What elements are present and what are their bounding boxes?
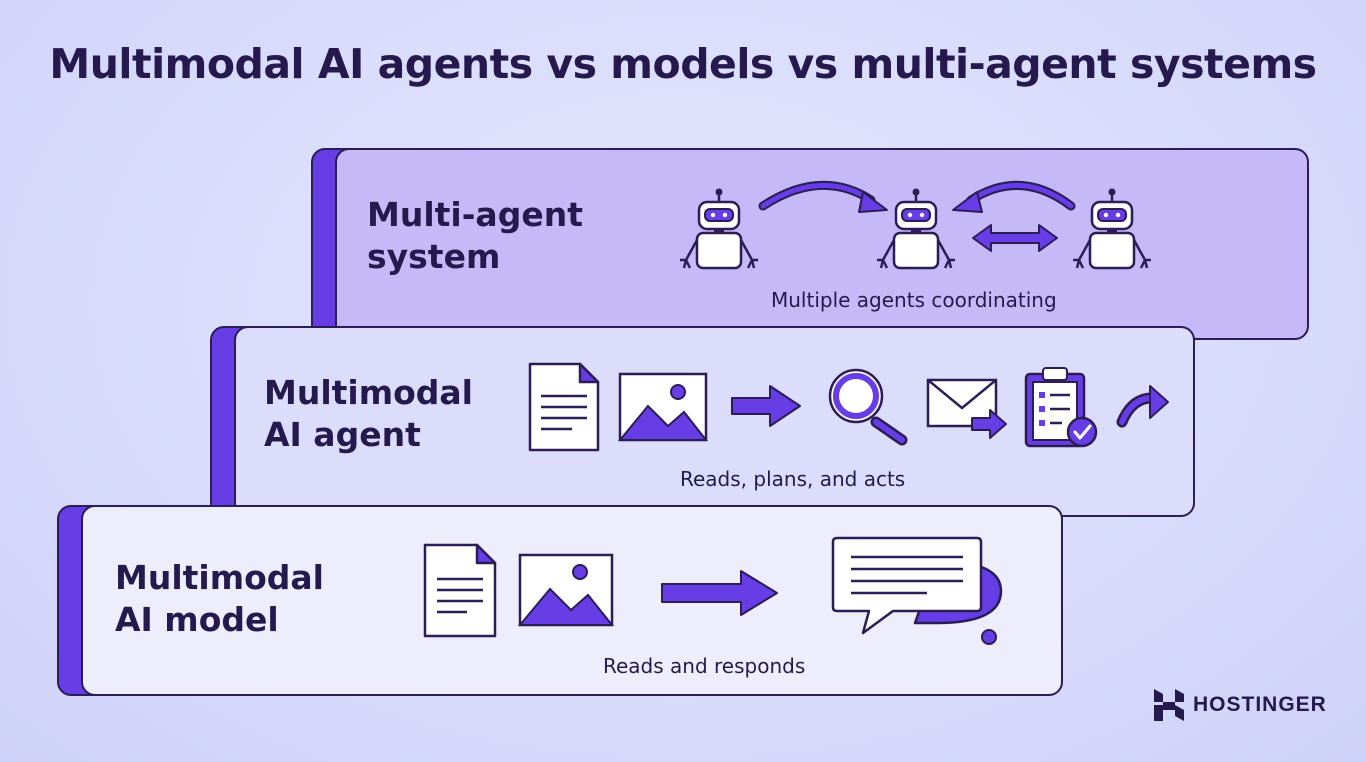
document-icon	[528, 362, 600, 452]
card-title-line-2: AI model	[115, 600, 279, 639]
multimodal-ai-agent-card: Multimodal AI agent	[210, 326, 1195, 517]
card-face	[335, 148, 1309, 340]
magnifier-icon	[828, 368, 908, 446]
arrow-right-icon	[661, 570, 778, 616]
image-icon	[617, 372, 709, 442]
double-arrow-icon	[972, 224, 1058, 252]
brand-logo: HOSTINGER	[1152, 687, 1332, 723]
card-title-line-1: Multimodal	[115, 558, 324, 597]
multimodal-model-icons	[423, 536, 1003, 645]
arrow-right-icon	[731, 385, 801, 427]
robot-icon	[1071, 187, 1153, 270]
document-icon	[423, 543, 497, 638]
curved-arrow-icon	[952, 180, 1076, 213]
card-title: Multimodal AI model	[115, 557, 324, 641]
multi-agent-system-card: Multi-agent system	[311, 148, 1309, 340]
card-caption: Multiple agents coordinating	[771, 288, 1057, 312]
curved-arrow-icon	[1116, 385, 1169, 428]
clipboard-check-icon	[1024, 367, 1098, 448]
card-title-line-2: system	[367, 237, 501, 276]
robot-icon	[875, 187, 957, 270]
speech-bubble-icon	[831, 536, 1003, 645]
card-caption: Reads, plans, and acts	[680, 467, 906, 491]
multimodal-agent-icons	[528, 362, 1169, 452]
curved-arrow-icon	[758, 180, 888, 213]
card-title-line-1: Multi-agent	[367, 195, 583, 234]
hostinger-logo-icon	[1154, 689, 1184, 721]
card-title-line-2: AI agent	[264, 415, 421, 454]
card-title: Multi-agent system	[367, 194, 583, 278]
robot-icon	[678, 187, 760, 270]
card-caption: Reads and responds	[603, 654, 806, 678]
card-title: Multimodal AI agent	[264, 372, 473, 456]
email-icon	[926, 378, 1007, 439]
multimodal-ai-model-card: Multimodal AI model	[57, 505, 1063, 696]
multi-agent-icons	[678, 180, 1153, 270]
image-icon	[517, 553, 615, 627]
card-title-line-1: Multimodal	[264, 373, 473, 412]
page-title: Multimodal AI agents vs models vs multi-…	[49, 40, 1317, 88]
brand-name: HOSTINGER	[1193, 693, 1327, 716]
